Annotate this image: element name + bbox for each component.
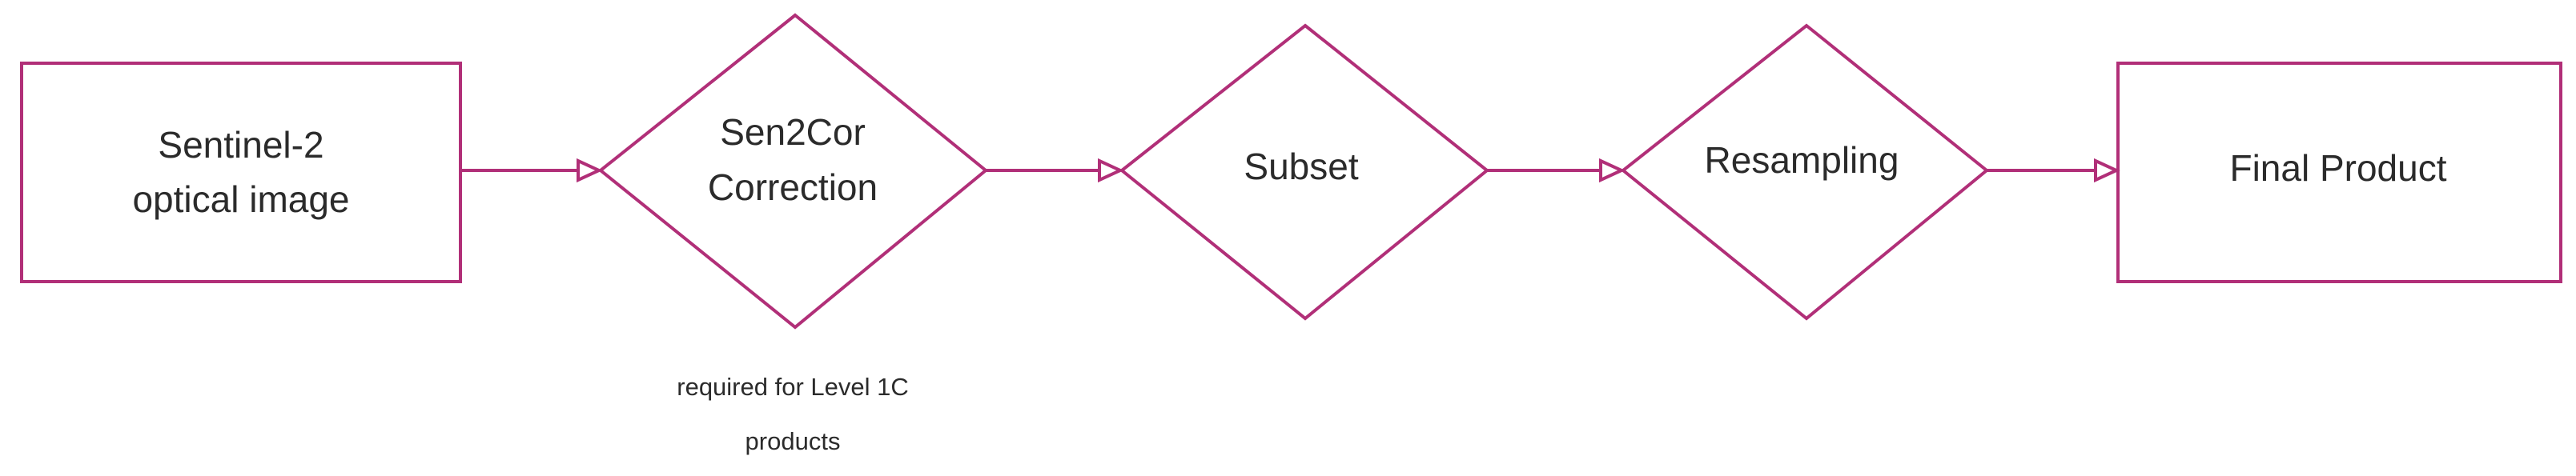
node-final-product-box — [2116, 62, 2562, 283]
node-subset-diamond — [1119, 23, 1490, 321]
sen2cor-note-line2: products — [745, 427, 841, 455]
node-resampling-diamond — [1620, 23, 1990, 321]
node-sen2cor-label-line2: Correction — [708, 166, 878, 208]
node-sentinel2-label-line2: optical image — [132, 178, 349, 220]
node-final-product-label: Final Product — [2229, 147, 2446, 189]
arrowhead-sen2cor — [577, 158, 603, 183]
node-sen2cor-label-line1: Sen2Cor — [720, 111, 866, 153]
node-resampling-label: Resampling — [1705, 139, 1899, 181]
sen2cor-note-line1: required for Level 1C — [677, 373, 909, 401]
node-sen2cor-diamond — [597, 13, 989, 330]
arrowhead-final-product — [2094, 158, 2120, 183]
node-subset-label: Subset — [1244, 146, 1358, 187]
node-sentinel2-box — [20, 62, 462, 283]
arrowhead-resampling — [1599, 158, 1626, 183]
node-sentinel2-label-line1: Sentinel-2 — [158, 124, 324, 166]
arrowhead-subset — [1098, 158, 1124, 183]
